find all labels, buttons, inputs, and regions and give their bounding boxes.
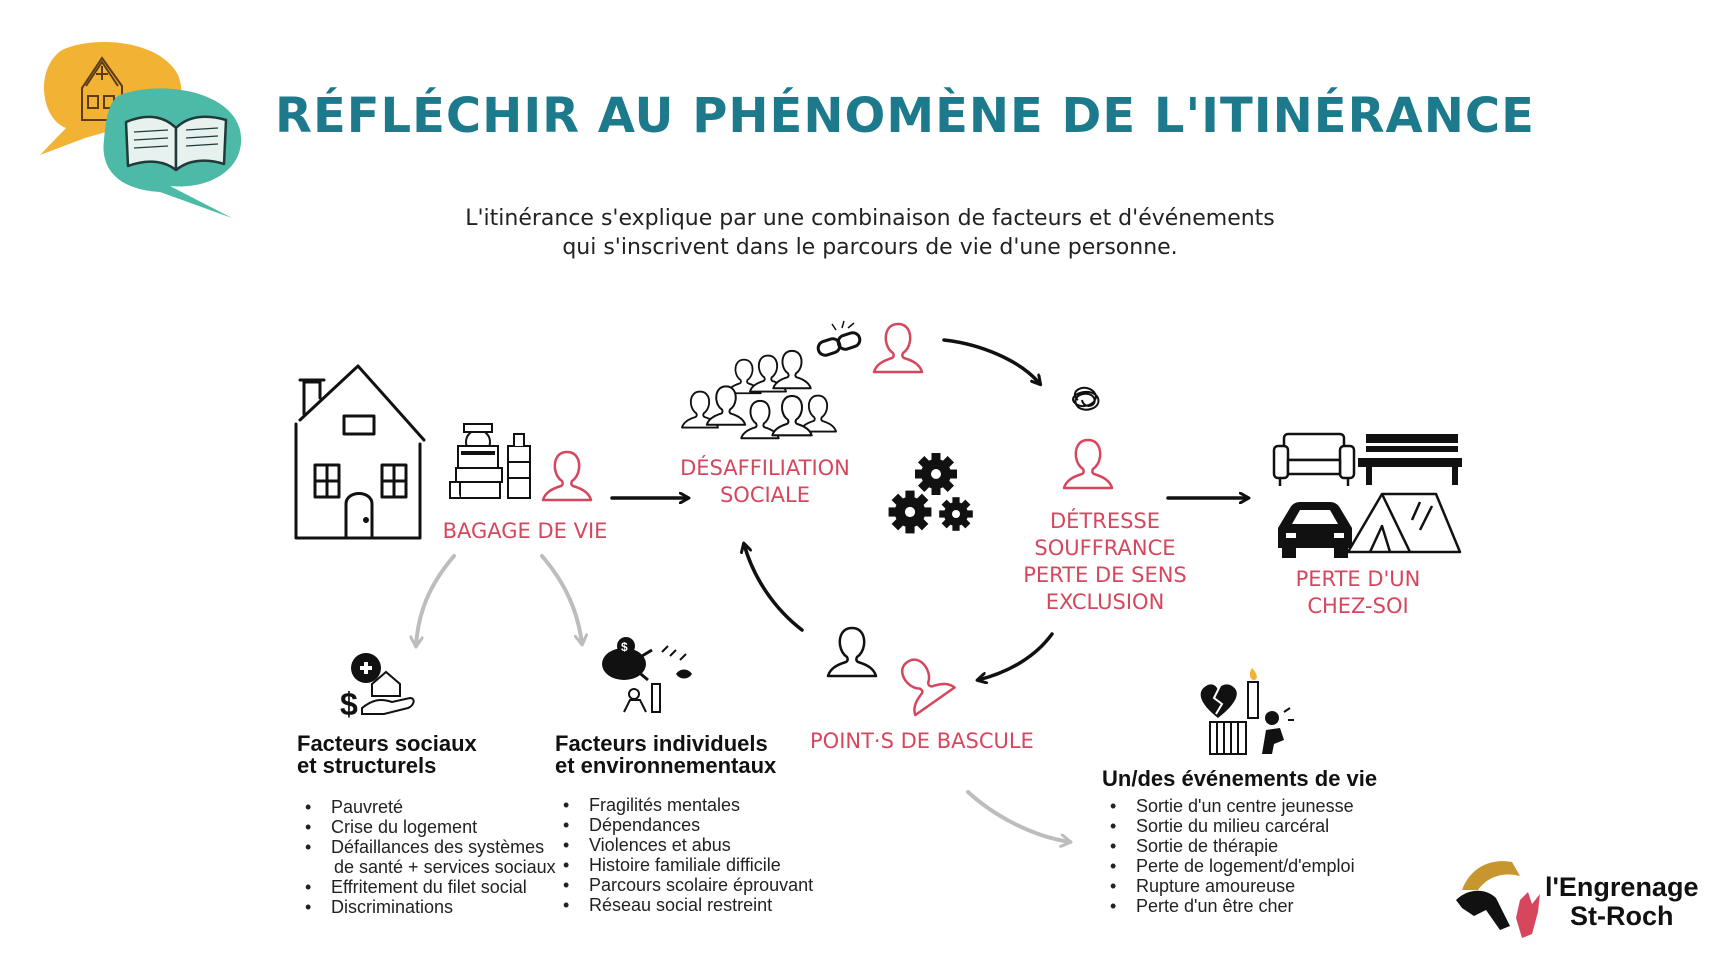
broken-chain-icon: [816, 320, 862, 357]
label-desaffiliation-line-2: SOCIALE: [719, 483, 811, 507]
list-item: Perte de logement/d'emploi: [1102, 856, 1377, 876]
tent-icon: [1346, 492, 1462, 554]
evenements-heading: Un/des événements de vie: [1102, 766, 1378, 791]
evenements-block: Un/des événements de vie Sortie d'un cen…: [1102, 766, 1378, 917]
label-detresse-line-1: DÉTRESSE: [1049, 509, 1161, 533]
list-item: Sortie de thérapie: [1102, 836, 1377, 856]
arrow-to-detresse: [942, 338, 1040, 384]
facteurs-sociaux-heading: Facteurs sociaux et structurels: [297, 733, 556, 777]
speech-bubbles-logo: [40, 42, 242, 218]
intro-line-2: qui s'inscrivent dans le parcours de vie…: [562, 235, 1178, 260]
evenements-list: Sortie d'un centre jeunesse Sortie du mi…: [1102, 796, 1377, 916]
person-icon-bascule: [826, 626, 878, 678]
label-perte-line-1: PERTE D'UN: [1295, 567, 1421, 591]
arrow-detresse-to-bascule: [978, 632, 1054, 680]
list-item: Réseau social restreint: [555, 895, 813, 915]
person-icon-bagage: [541, 450, 593, 502]
intro-text: L'itinérance s'explique par une combinai…: [420, 204, 1320, 262]
facteurs-individuels-list: Fragilités mentales Dépendances Violence…: [555, 795, 813, 915]
facteurs-sociaux-heading-line-1: Facteurs sociaux: [297, 731, 477, 756]
label-desaffiliation-line-1: DÉSAFFILIATION: [680, 456, 850, 480]
crowd-icon: [681, 349, 837, 440]
facteurs-individuels-heading-line-2: et environnementaux: [555, 753, 777, 778]
arrow-to-evenements: [966, 790, 1070, 842]
arrow-to-facteurs-individuels: [540, 554, 582, 644]
list-item: Perte d'un être cher: [1102, 896, 1377, 916]
list-item: Fragilités mentales: [555, 795, 813, 815]
car-icon: [1278, 502, 1352, 558]
grief-icon: [1262, 707, 1294, 754]
svg-text:$: $: [621, 640, 628, 654]
organization-logo-text: l'Engrenage St-Roch: [1545, 873, 1698, 931]
gears-icon: [888, 453, 973, 534]
prison-icon: [1209, 721, 1247, 755]
piggy-bank-icon: $: [602, 637, 692, 713]
list-item: Histoire familiale difficile: [555, 855, 813, 875]
broken-heart-icon: [1200, 684, 1237, 718]
list-item: Effritement du filet social: [297, 877, 556, 897]
person-icon-isolated: [872, 322, 924, 374]
label-detresse-line-3: PERTE DE SENS: [1023, 563, 1187, 587]
health-money-icon: $: [340, 653, 415, 722]
list-item: Défaillances des systèmes: [297, 837, 556, 857]
logo-line-1: l'Engrenage: [1545, 872, 1699, 902]
list-item: Crise du logement: [297, 817, 556, 837]
luggage-icon: [449, 423, 531, 499]
hands-logo: [1456, 861, 1540, 938]
page-title: RÉFLÉCHIR AU PHÉNOMÈNE DE L'ITINÉRANCE: [275, 88, 1535, 144]
list-item: Discriminations: [297, 897, 556, 917]
sofa-icon: [1272, 432, 1356, 486]
label-perte-line-2: CHEZ-SOI: [1307, 594, 1409, 618]
open-book-icon: [124, 115, 228, 172]
person-icon-detresse: [1062, 438, 1114, 490]
falling-person-icon: [886, 646, 956, 717]
list-item: Rupture amoureuse: [1102, 876, 1377, 896]
facteurs-individuels-heading-line-1: Facteurs individuels: [555, 731, 768, 756]
arrow-bascule-to-desaffiliation: [744, 544, 804, 632]
list-item: Parcours scolaire éprouvant: [555, 875, 813, 895]
list-item: Violences et abus: [555, 835, 813, 855]
list-item: Sortie d'un centre jeunesse: [1102, 796, 1377, 816]
list-item: Dépendances: [555, 815, 813, 835]
scribble-icon: [1072, 386, 1100, 411]
label-desaffiliation-sociale: DÉSAFFILIATION SOCIALE: [680, 455, 850, 509]
intro-line-1: L'itinérance s'explique par une combinai…: [465, 206, 1275, 231]
list-item: Pauvreté: [297, 797, 556, 817]
label-detresse: DÉTRESSE SOUFFRANCE PERTE DE SENS EXCLUS…: [1020, 508, 1190, 616]
logo-line-2: St-Roch: [1569, 901, 1674, 931]
label-points-de-bascule: POINT·S DE BASCULE: [810, 729, 1034, 753]
house-icon: [294, 364, 426, 540]
facteurs-sociaux-list: Pauvreté Crise du logement Défaillances …: [297, 797, 556, 917]
label-detresse-line-4: EXCLUSION: [1045, 590, 1165, 614]
bench-icon: [1358, 434, 1462, 485]
facteurs-individuels-heading: Facteurs individuels et environnementaux: [555, 733, 813, 777]
facteurs-sociaux-block: Facteurs sociaux et structurels Pauvreté…: [297, 733, 556, 918]
svg-text:$: $: [340, 686, 358, 722]
label-perte-chez-soi: PERTE D'UN CHEZ-SOI: [1283, 566, 1433, 620]
list-item-continuation: de santé + services sociaux: [334, 857, 556, 877]
arrow-to-facteurs-sociaux: [416, 554, 456, 646]
facteurs-sociaux-heading-line-2: et structurels: [297, 753, 437, 778]
label-detresse-line-2: SOUFFRANCE: [1034, 536, 1176, 560]
facteurs-individuels-block: Facteurs individuels et environnementaux…: [555, 733, 813, 916]
list-item: Sortie du milieu carcéral: [1102, 816, 1377, 836]
candle-icon: [1247, 668, 1259, 719]
label-bagage-de-vie: BAGAGE DE VIE: [442, 519, 608, 543]
